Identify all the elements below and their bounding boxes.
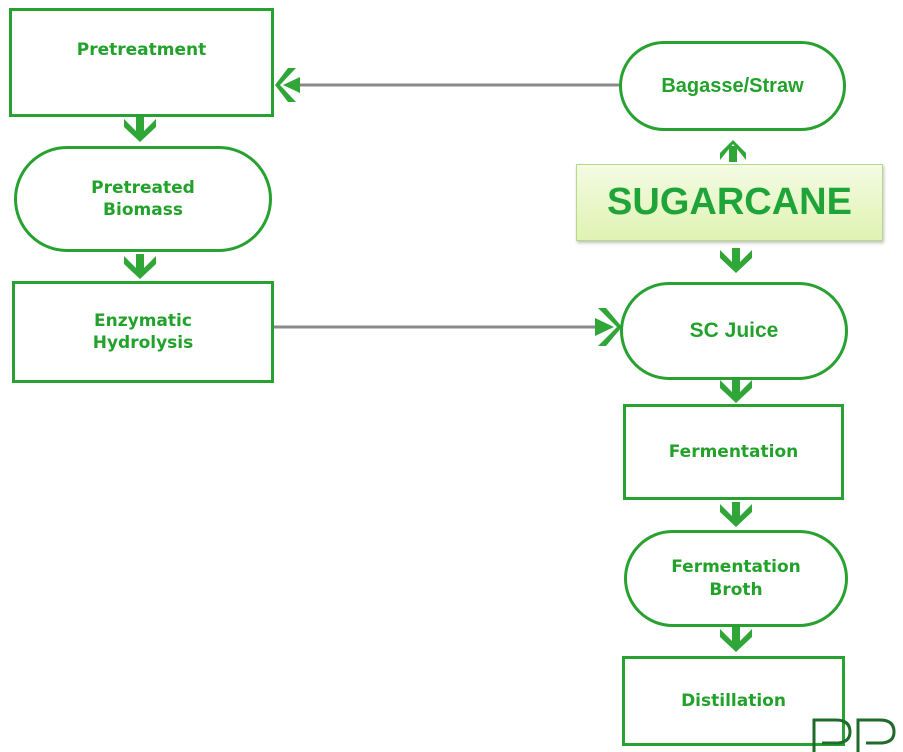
node-fermentation-broth-label: Fermentation Broth bbox=[671, 557, 801, 600]
node-sc-juice: SC Juice bbox=[620, 282, 848, 380]
node-bagasse-straw: Bagasse/Straw bbox=[619, 41, 846, 131]
arrow-broth-to-distillation bbox=[720, 627, 752, 652]
node-bagasse-straw-label: Bagasse/Straw bbox=[661, 75, 804, 97]
node-distillation: Distillation bbox=[622, 656, 845, 746]
arrow-scjuice-to-fermentation bbox=[720, 378, 752, 403]
node-pretreatment: Pretreatment bbox=[9, 8, 274, 117]
node-pretreatment-label: Pretreatment bbox=[76, 40, 207, 61]
node-enzymatic-hydrolysis-label: Enzymatic Hydrolysis bbox=[92, 310, 194, 353]
arrow-sugarcane-to-scjuice bbox=[720, 248, 752, 273]
node-sc-juice-label: SC Juice bbox=[689, 319, 779, 343]
node-fermentation-broth: Fermentation Broth bbox=[624, 530, 848, 627]
arrow-pretreated-to-enzymatic bbox=[124, 254, 156, 279]
node-enzymatic-hydrolysis: Enzymatic Hydrolysis bbox=[12, 281, 274, 383]
node-pretreated-biomass: Pretreated Biomass bbox=[14, 146, 272, 252]
node-distillation-label: Distillation bbox=[681, 690, 786, 711]
node-fermentation: Fermentation bbox=[623, 404, 844, 500]
node-sugarcane-label: SUGARCANE bbox=[607, 181, 852, 223]
arrow-bagasse-to-pretreatment bbox=[275, 68, 619, 102]
node-sugarcane: SUGARCANE bbox=[576, 164, 883, 241]
arrow-pretreatment-to-pretreated bbox=[124, 117, 156, 142]
node-pretreated-biomass-label: Pretreated Biomass bbox=[91, 177, 195, 220]
arrow-sugarcane-to-bagasse bbox=[720, 140, 746, 162]
node-fermentation-label: Fermentation bbox=[668, 441, 799, 462]
corner-logo-mark bbox=[812, 718, 896, 752]
arrow-enzymatic-to-scjuice bbox=[268, 308, 622, 346]
arrow-fermentation-to-broth bbox=[720, 502, 752, 527]
